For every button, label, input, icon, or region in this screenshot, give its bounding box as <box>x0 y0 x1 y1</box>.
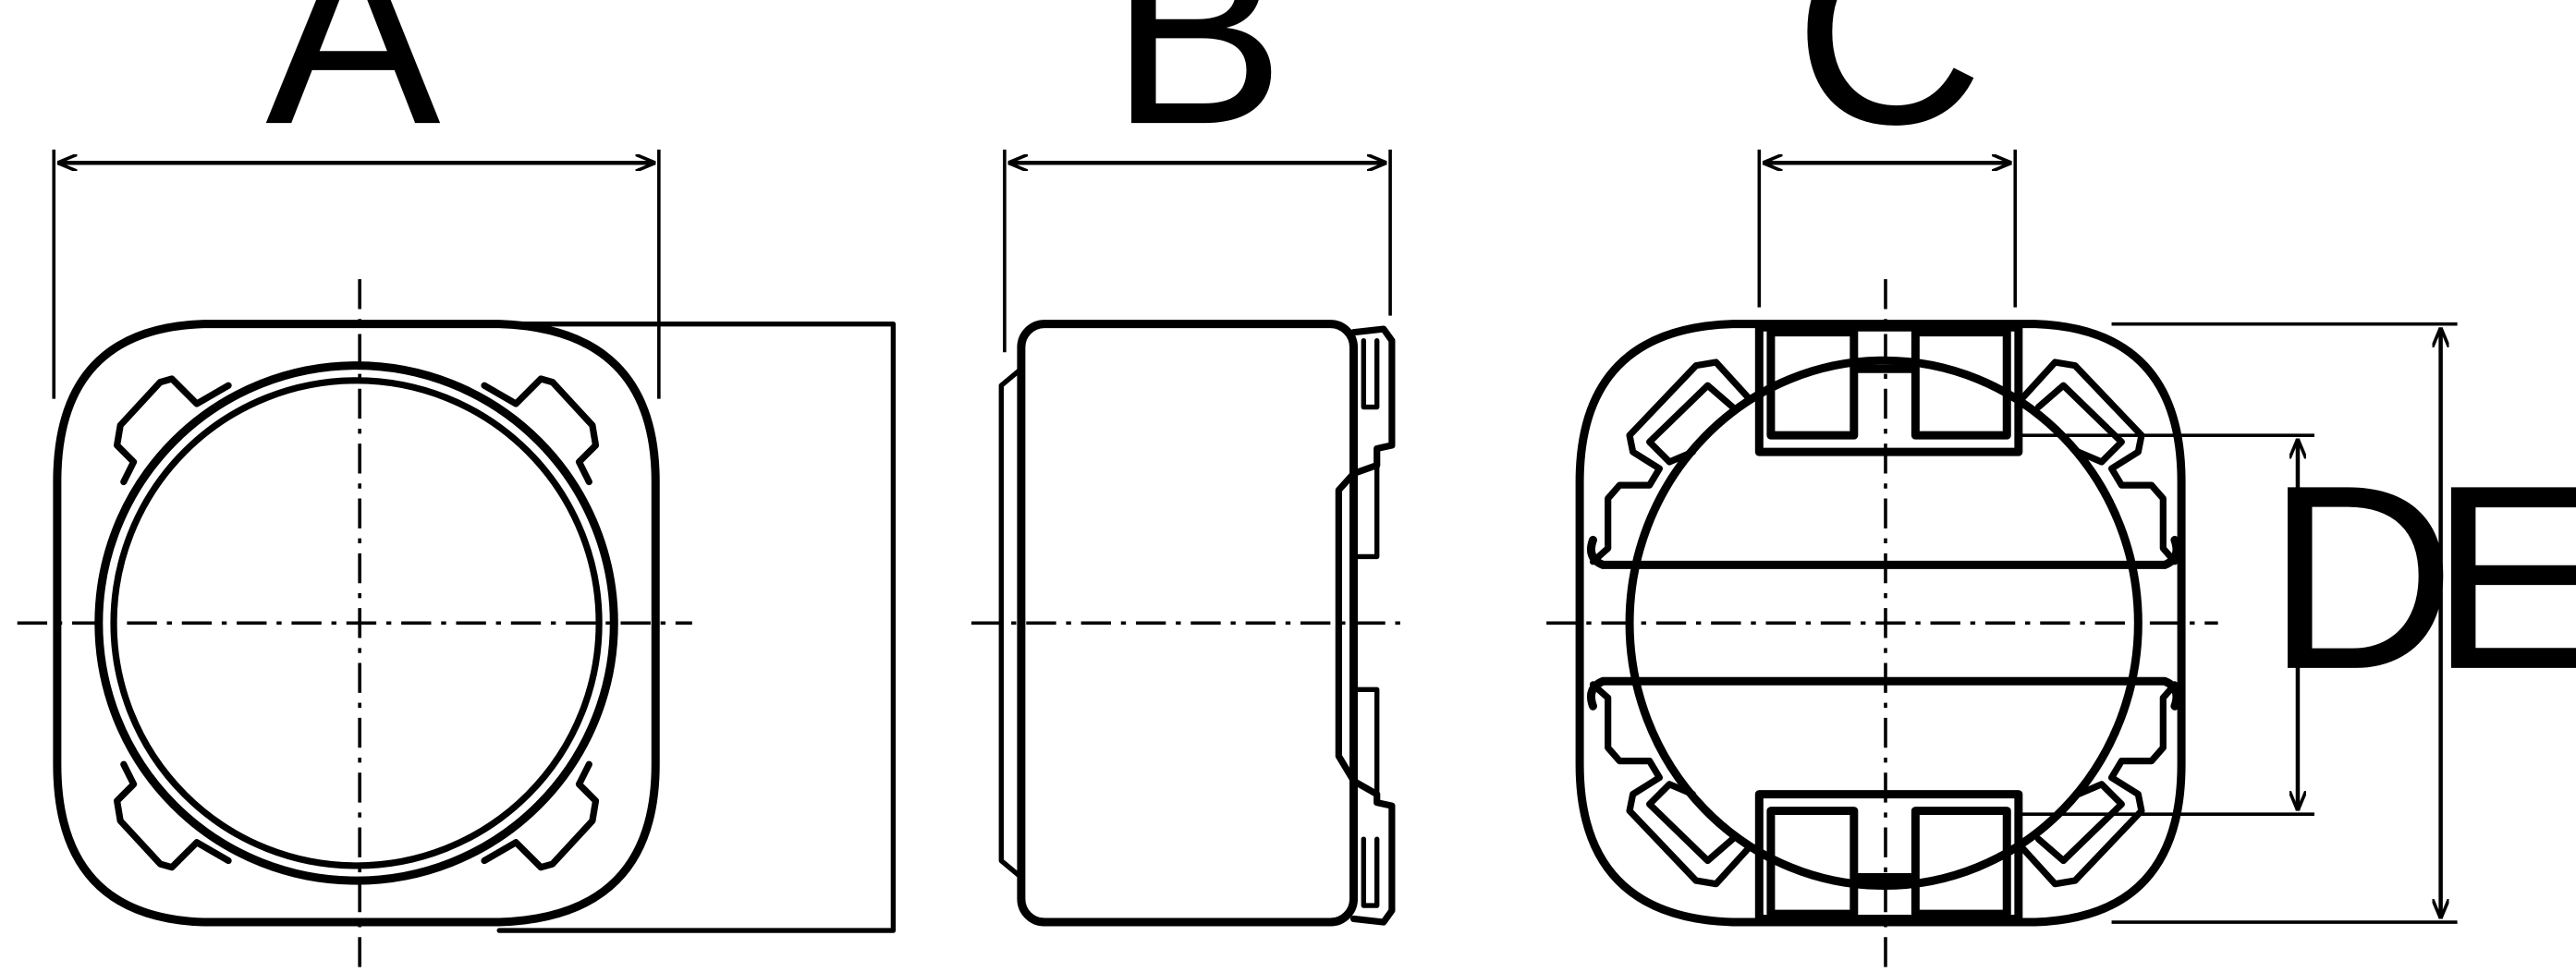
bottom-view-corner-clip-top-right <box>2018 358 2179 565</box>
top-view-terminal-notch-bottom-left <box>114 760 232 871</box>
dimension-c-label: C <box>1794 0 1984 179</box>
side-view-terminal-profile <box>1335 325 1396 926</box>
top-view-terminal-notch-top-left <box>114 375 232 486</box>
bottom-view-terminal-bottom <box>1754 790 2023 923</box>
top-view: A <box>17 0 897 967</box>
side-view: B <box>971 0 1410 927</box>
dimension-d-label: D <box>2266 431 2456 724</box>
bottom-view: C D E <box>1546 0 2576 967</box>
bottom-view-corner-clip-top-left <box>1589 358 1753 565</box>
top-view-terminal-notch-top-right <box>481 375 600 486</box>
bottom-view-body-outline <box>1575 320 2186 927</box>
side-view-body <box>1017 320 1359 927</box>
bottom-view-terminal-top <box>1754 322 2023 456</box>
dimension-b-label: B <box>1110 0 1286 179</box>
bottom-view-corner-clip-bottom-right <box>2018 681 2179 888</box>
top-view-extension-bracket <box>496 321 897 933</box>
top-view-body-outline <box>53 320 660 927</box>
bottom-view-corner-clip-bottom-left <box>1589 681 1753 888</box>
top-view-terminal-notch-bottom-right <box>481 760 600 871</box>
side-view-terminal-inner <box>1350 337 1380 908</box>
dimension-e-label: E <box>2430 431 2576 724</box>
dimension-a-label: A <box>265 0 442 179</box>
